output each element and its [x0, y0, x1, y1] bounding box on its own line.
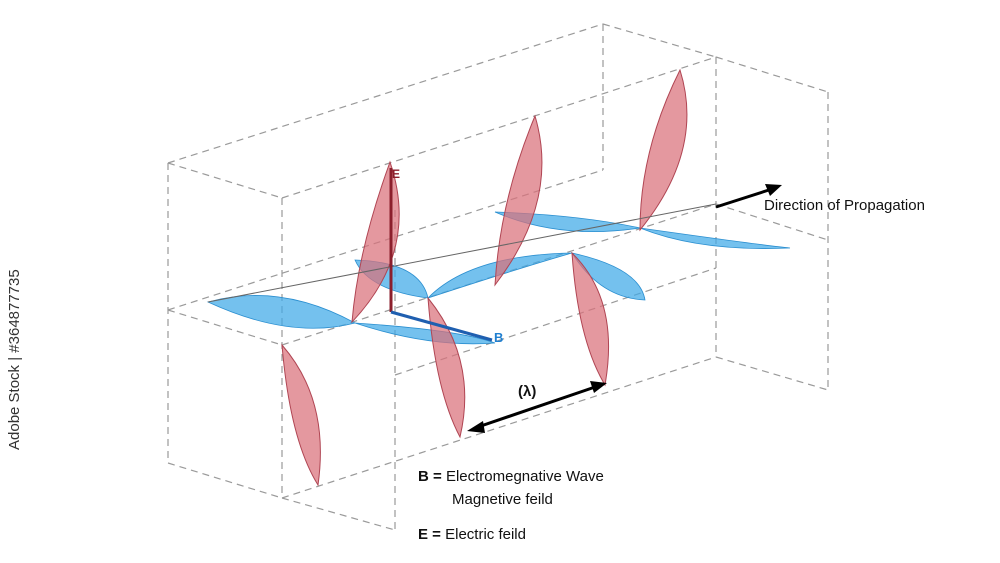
wavelength-arrow	[467, 381, 607, 433]
e-axis-label: E	[392, 167, 400, 181]
direction-label: Direction of Propagation	[764, 197, 925, 214]
b-axis-label: B	[494, 330, 503, 345]
b-vector-line	[390, 310, 493, 342]
legend-e-key: E =	[418, 526, 441, 543]
propagation-axis	[207, 203, 717, 303]
legend-e: E = Electric feild	[418, 526, 526, 543]
wavelength-label: (λ)	[518, 383, 536, 400]
legend-b-key: B =	[418, 468, 442, 485]
legend-b: B = Electromegnative Wave	[418, 468, 604, 485]
legend-e-text: Electric feild	[445, 526, 526, 543]
stock-watermark-text: Adobe Stock | #364877735	[6, 269, 23, 450]
legend-b-line2: Magnetive feild	[452, 491, 553, 508]
direction-arrow	[715, 184, 782, 209]
legend-b-line1: Electromegnative Wave	[445, 468, 604, 485]
electric-field-wave	[281, 68, 688, 487]
